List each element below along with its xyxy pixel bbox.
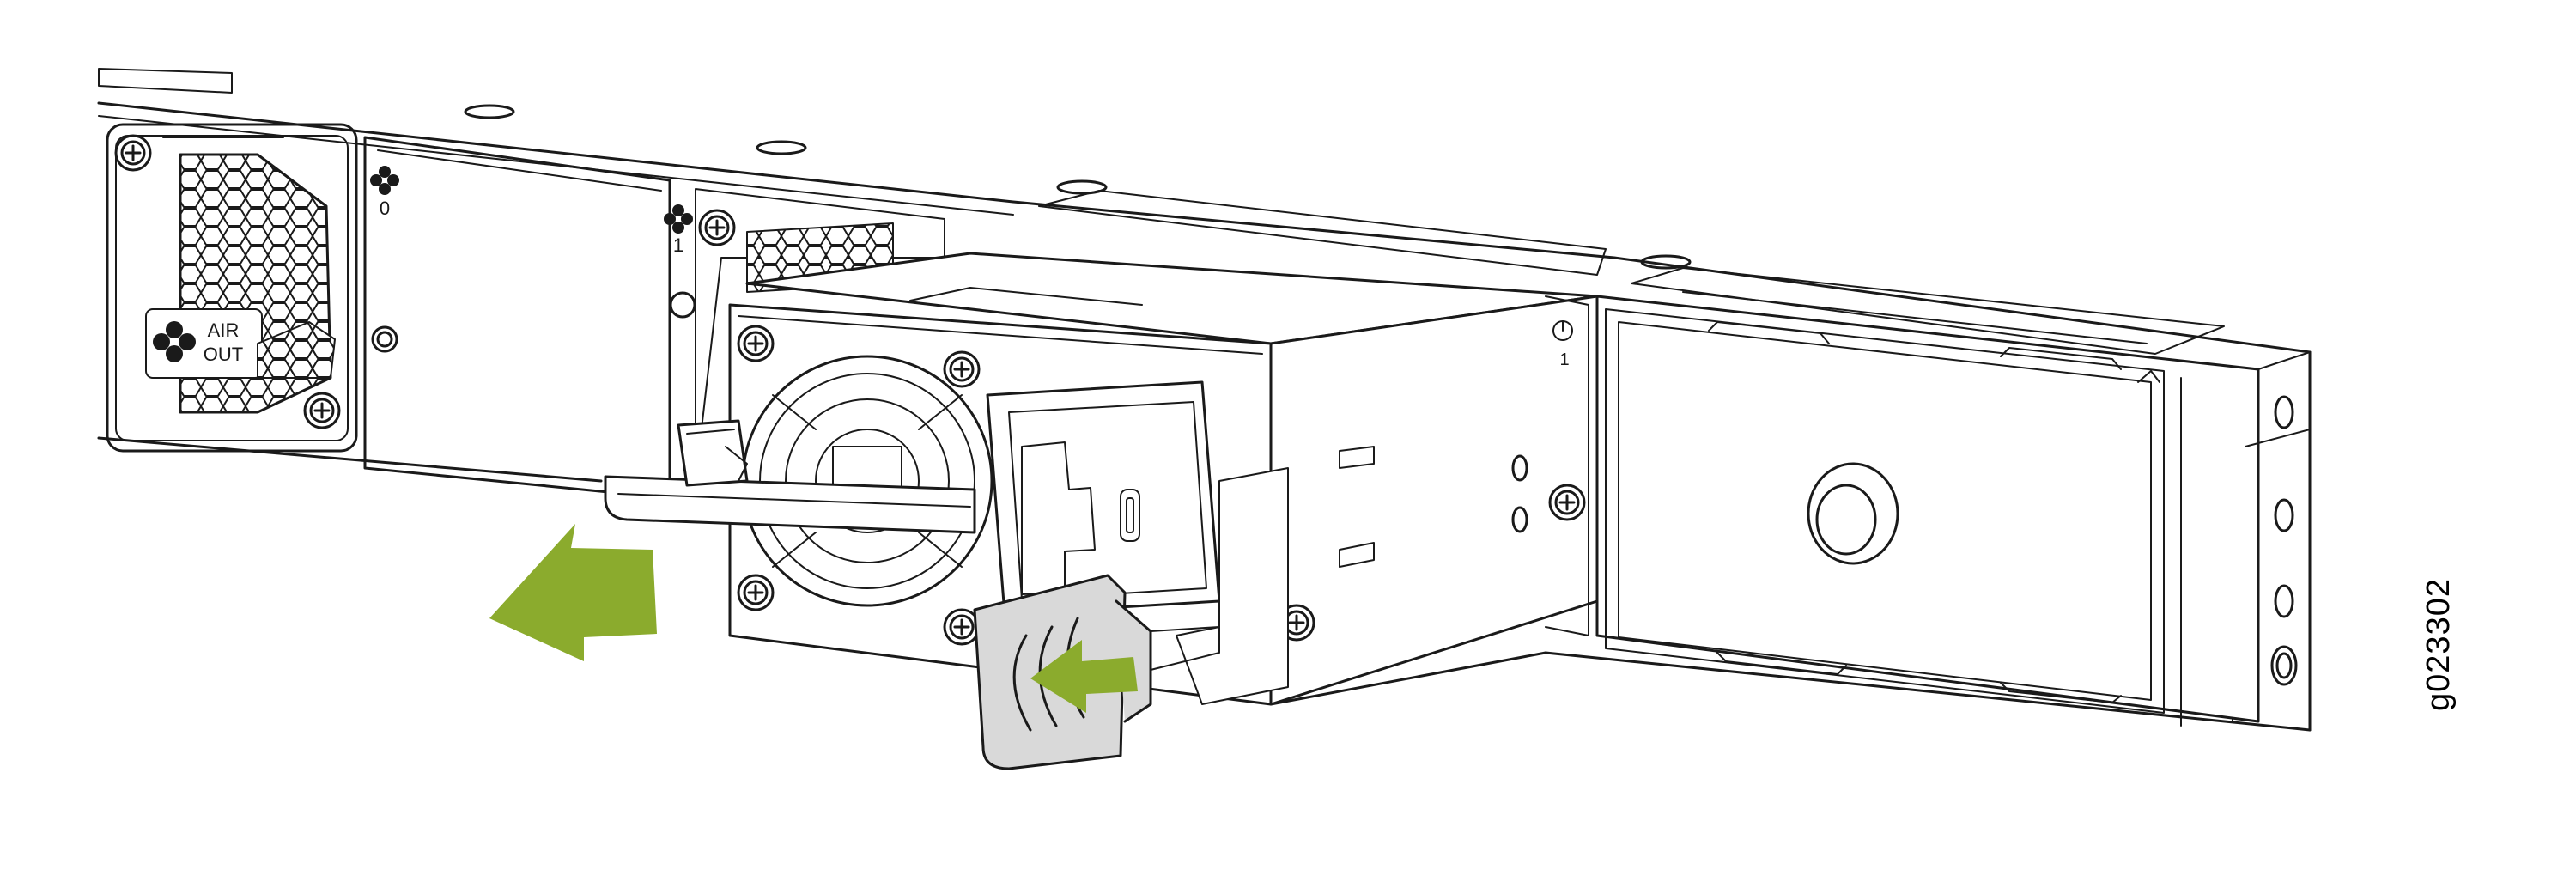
chassis-rail [2180,377,2311,727]
screw-icon [1548,484,1586,521]
power-icon [1552,320,1573,341]
fan-slot-1-label: 1 [673,234,683,256]
vent-slot [1056,179,1108,195]
power-supply-unit [728,252,1599,706]
screw-icon [698,209,736,246]
vent-slot [1640,254,1692,270]
psu-handle[interactable] [604,419,976,534]
fan-slot-0-blank: 0 [363,136,671,500]
psu-slot-1-label: 1 [1559,350,1569,369]
screw-icon [737,574,775,611]
fan-slot-0-label: 0 [380,198,390,219]
fan-icon [664,204,693,234]
arrow-push-icon [1030,640,1138,713]
vent-slot [464,104,515,119]
screw-icon [737,325,775,362]
chassis [97,68,2312,732]
figure-id: g023302 [2420,577,2457,711]
captive-screw-knob[interactable] [1807,462,1899,565]
fan-icon [153,321,196,362]
screw-icon [303,392,341,429]
screw-icon [943,350,981,388]
vent-slot [756,140,807,155]
arrow-pull-icon [489,524,657,661]
screw-icon [114,134,152,172]
out-label: OUT [204,344,243,365]
psu-slot-1: 1 [1545,295,2260,723]
psu-blank-cover [1605,308,2165,714]
figure-id-container: g023302 [2353,550,2524,739]
fan-icon [370,166,399,195]
air-label: AIR [208,319,240,341]
fan-module-0: AIR OUT [106,123,358,453]
